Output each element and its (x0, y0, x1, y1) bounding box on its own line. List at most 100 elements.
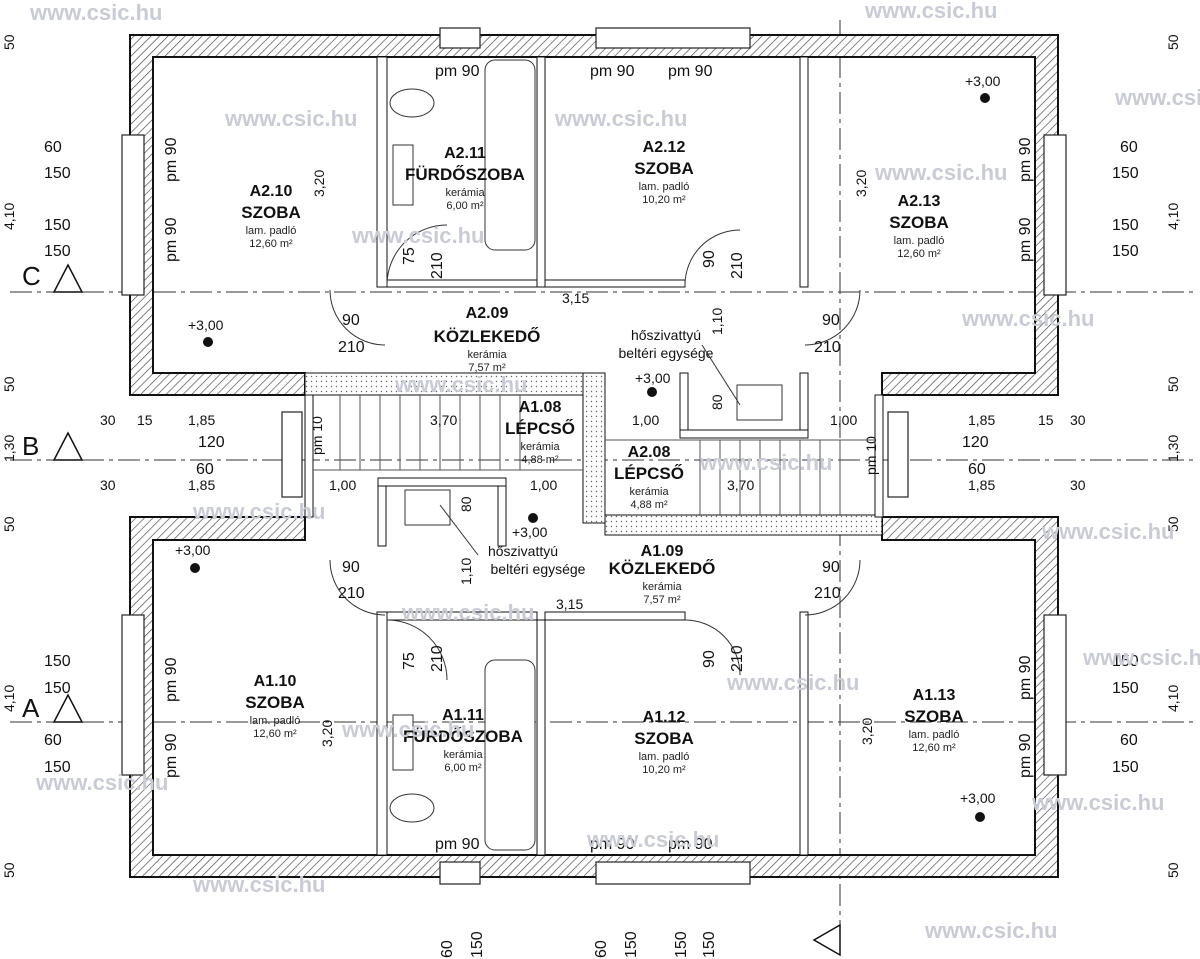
watermark-10: www.csic.hu (699, 450, 832, 475)
room-a213-name: SZOBA (889, 213, 949, 232)
heat-pump-wall-upper-1 (679, 372, 689, 439)
watermark-16: www.csic.hu (341, 717, 474, 742)
dim-100-mid-right: 1,00 (632, 412, 659, 428)
room-a212-id: A2.12 (643, 139, 686, 156)
dim-right-185-bottom: 1,85 (968, 477, 995, 493)
room-a212-floor: lam. padló (639, 181, 690, 193)
watermark-17: www.csic.hu (35, 770, 168, 795)
room-a113-id: A1.13 (913, 687, 956, 704)
heat-pump-unit-lower (404, 489, 451, 526)
dim-210-lower-right: 210 (814, 585, 841, 602)
dim-right-30-top: 30 (1070, 412, 1086, 428)
watermark-9: www.csic.hu (394, 372, 527, 397)
watermark-14: www.csic.hu (1082, 645, 1200, 670)
pm90-right-lower-2: pm 90 (1017, 733, 1034, 778)
dim-320-upper-right: 3,20 (853, 170, 869, 197)
room-a209-area: 7,57 m² (468, 362, 506, 374)
watermarks: www.csic.hu www.csic.hu www.csic.hu www.… (29, 0, 1200, 943)
pm90-bottom-1: pm 90 (435, 836, 480, 853)
dim-bottom-150-1: 150 (469, 931, 486, 958)
pm90-left-upper-1: pm 90 (163, 137, 180, 182)
axis-label-a: A (22, 693, 40, 723)
windows (121, 27, 1067, 885)
room-a111-name: FÜRDŐSZOBA (403, 727, 523, 746)
dim-320-upper-left: 3,20 (311, 170, 327, 197)
bathtub-upper (484, 59, 536, 251)
dim-210-lower-room: 210 (729, 645, 746, 672)
dim-410-right-lower: 4,10 (1165, 685, 1181, 712)
level-text-6: +3,00 (960, 790, 996, 806)
room-a109-id: A1.09 (641, 543, 684, 560)
room-a108-name: LÉPCSŐ (505, 419, 575, 438)
axis-label-b: B (22, 431, 39, 461)
room-a113-floor: lam. padló (909, 729, 960, 741)
pm90-right-upper-2: pm 90 (1017, 217, 1034, 262)
room-a108-id: A1.08 (519, 399, 562, 416)
dim-bottom-60-2: 60 (593, 940, 610, 958)
window-right-lower (1043, 614, 1067, 776)
watermark-1: www.csic.hu (29, 0, 162, 25)
heat-pump-wall-lower-3 (377, 477, 507, 487)
dim-right-185-top: 1,85 (968, 412, 995, 428)
heat-pump-upper-line1: hőszivattyú (631, 327, 701, 343)
room-a113-area: 12,60 m² (912, 742, 956, 754)
dim-bottom-150-4: 150 (701, 931, 718, 958)
door-arc-1 (386, 224, 448, 286)
level-markers: +3,00 +3,00 +3,00 +3,00 +3,00 +3,00 (175, 73, 1001, 822)
watermark-13: www.csic.hu (401, 600, 534, 625)
door-arc-6 (804, 559, 861, 616)
level-text-4: +3,00 (512, 524, 548, 540)
dim-315-upper: 3,15 (562, 290, 589, 306)
dim-right-60-mid: 60 (968, 461, 986, 478)
stair-wall-bottom (604, 514, 883, 536)
dim-left-120: 120 (198, 434, 225, 451)
dim-right-150-lower-1: 150 (1112, 653, 1139, 670)
dim-50-left-mid-lower: 50 (1, 516, 17, 532)
dim-370-upper: 3,70 (430, 412, 457, 428)
partition-upper-2 (536, 56, 546, 288)
room-a208-area: 4,88 m² (630, 499, 668, 511)
dim-90-upper-right: 90 (822, 312, 840, 329)
watermark-15: www.csic.hu (726, 670, 859, 695)
dim-370-lower: 3,70 (727, 477, 754, 493)
fixtures (329, 59, 861, 851)
door-arc-3 (329, 289, 386, 346)
watermark-4: www.csic.hu (554, 106, 687, 131)
window-left-lower (121, 614, 145, 776)
axis-marker-vertical (812, 923, 841, 957)
stair-wall-left (304, 394, 314, 518)
axis-marker-b (52, 431, 84, 461)
stair-treads (313, 395, 875, 515)
heat-pump-lower-line1: hőszivattyú (488, 543, 558, 559)
dim-50-right-mid-upper: 50 (1165, 376, 1181, 392)
watermark-7: www.csic.hu (351, 223, 484, 248)
window-right-upper (1043, 134, 1067, 296)
dim-left-185-bottom: 1,85 (188, 477, 215, 493)
heat-pump-wall-upper-2 (799, 372, 809, 439)
dim-left-30-bottom: 30 (100, 477, 116, 493)
watermark-18: www.csic.hu (1031, 790, 1164, 815)
pm90-bottom-3: pm 90 (668, 836, 713, 853)
room-a113-name: SZOBA (904, 707, 964, 726)
room-a110-id: A1.10 (254, 673, 297, 690)
watermark-21: www.csic.hu (924, 918, 1057, 943)
window-left-upper (121, 134, 145, 296)
dim-90-lower-left: 90 (342, 559, 360, 576)
dim-80-lower: 80 (458, 496, 474, 512)
dim-left-60-upper: 60 (44, 139, 62, 156)
dim-320-lower-left: 3,20 (319, 720, 335, 747)
pm10-right: pm 10 (863, 436, 879, 475)
room-a109-floor: kerámia (642, 581, 682, 593)
watermark-5: www.csic.hu (1114, 85, 1200, 110)
room-a212-name: SZOBA (634, 159, 694, 178)
door-arc-2 (684, 229, 741, 286)
room-labels: A2.10 SZOBA lam. padló 12,60 m² A2.11 FÜ… (241, 139, 964, 776)
dim-100-right: 1,00 (830, 412, 857, 428)
dim-right-150-upper-1: 150 (1112, 165, 1139, 182)
dim-left-150-upper-2: 150 (44, 217, 71, 234)
level-marker-1 (203, 337, 213, 347)
bathtub-lower (484, 659, 536, 851)
sink-upper (392, 144, 414, 206)
room-a210-name: SZOBA (241, 203, 301, 222)
dim-50-right-bottom: 50 (1165, 862, 1181, 878)
